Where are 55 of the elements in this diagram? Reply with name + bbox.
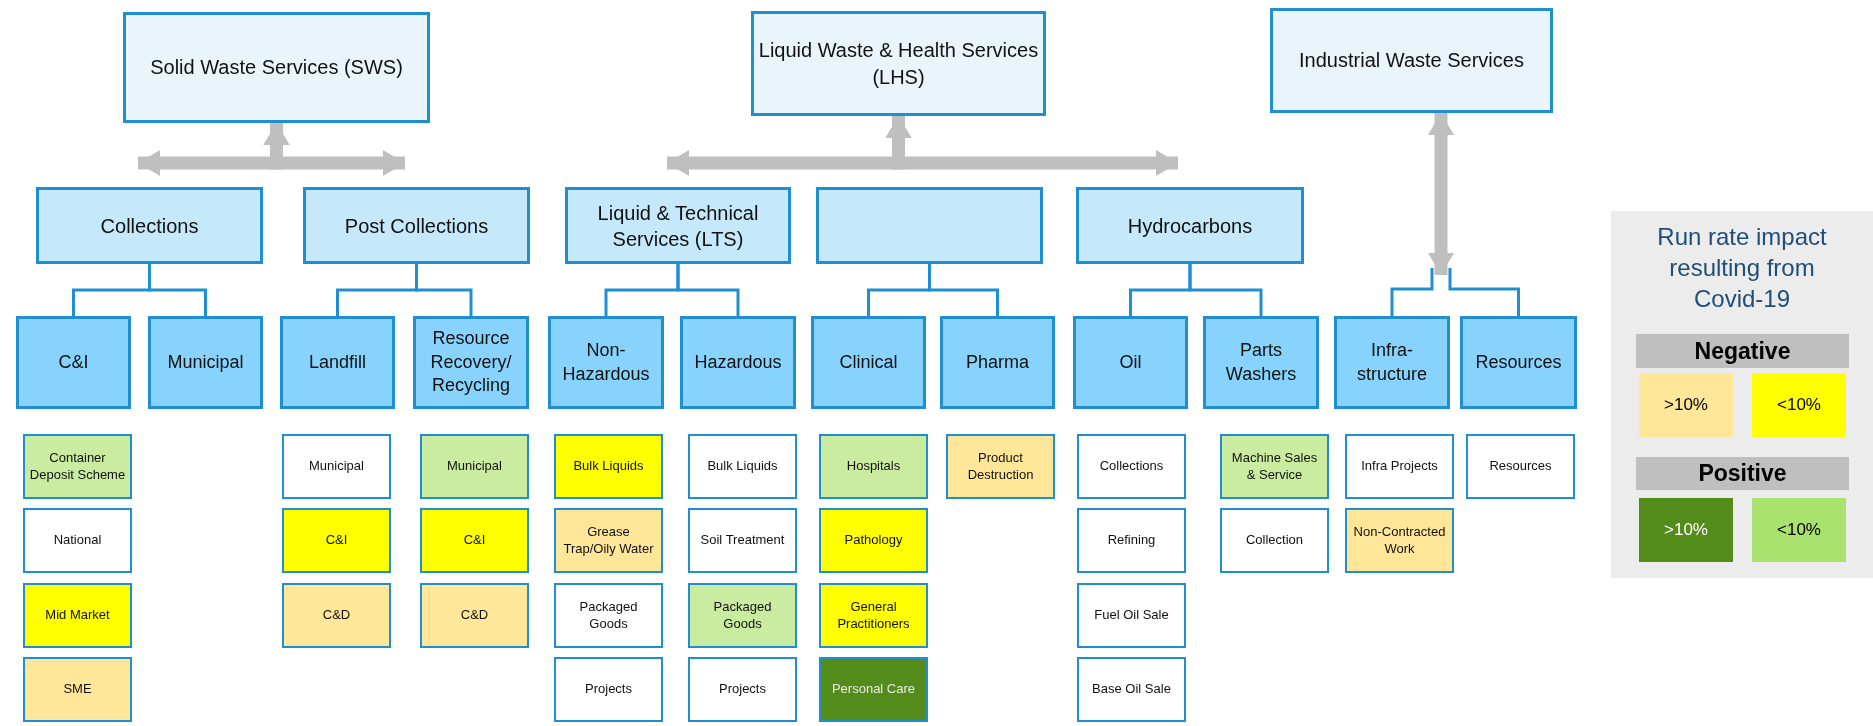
business-unit-box: Collections — [36, 187, 263, 264]
connector-line — [676, 264, 740, 316]
service-box: Infra Projects — [1345, 434, 1454, 499]
connector-line — [415, 264, 473, 316]
service-box: Pathology — [819, 508, 928, 573]
connector-line — [928, 264, 999, 316]
business-unit-box: Post Collections — [303, 187, 530, 264]
legend-heading: Negative — [1636, 334, 1849, 368]
service-box: Container Deposit Scheme — [23, 434, 132, 499]
service-box: Soil Treatment — [688, 508, 797, 573]
legend-title: Run rate impact resulting from Covid-19 — [1656, 222, 1828, 315]
service-box: C&D — [420, 583, 529, 648]
service-box: Product Destruction — [946, 434, 1055, 499]
connector-line — [1188, 264, 1263, 316]
service-box: Resources — [1466, 434, 1575, 499]
service-box: Base Oil Sale — [1077, 657, 1186, 722]
service-box: Hospitals — [819, 434, 928, 499]
connector-line — [1390, 268, 1434, 316]
service-box: Projects — [688, 657, 797, 722]
service-box: Bulk Liquids — [688, 434, 797, 499]
legend-swatch: <10% — [1752, 498, 1846, 562]
division-box: Liquid Waste & Health Services (LHS) — [751, 11, 1046, 116]
service-box: C&D — [282, 583, 391, 648]
division-box: Solid Waste Services (SWS) — [123, 12, 430, 123]
service-box: Grease Trap/Oily Water — [554, 508, 663, 573]
service-box: Municipal — [420, 434, 529, 499]
service-box: Machine Sales & Service — [1220, 434, 1329, 499]
service-box: Projects — [554, 657, 663, 722]
service-box: Personal Care — [819, 657, 928, 722]
service-box: C&I — [420, 508, 529, 573]
service-box: Collection — [1220, 508, 1329, 573]
business-unit-box: Liquid & Technical Services (LTS) — [565, 187, 791, 264]
connector-line — [148, 264, 207, 316]
service-box: Bulk Liquids — [554, 434, 663, 499]
service-box: Packaged Goods — [688, 583, 797, 648]
service-box: Collections — [1077, 434, 1186, 499]
division-box: Industrial Waste Services — [1270, 8, 1553, 113]
service-box: National — [23, 508, 132, 573]
service-box: Mid Market — [23, 583, 132, 648]
business-unit-box: Hydrocarbons — [1076, 187, 1304, 264]
legend-swatch: >10% — [1639, 498, 1733, 562]
service-box: Non-Contracted Work — [1345, 508, 1454, 573]
service-box: Packaged Goods — [554, 583, 663, 648]
blank-box — [816, 187, 1043, 264]
legend-swatch: <10% — [1752, 373, 1846, 437]
service-box: Fuel Oil Sale — [1077, 583, 1186, 648]
service-box: SME — [23, 657, 132, 722]
service-box: Municipal — [282, 434, 391, 499]
service-box: Refining — [1077, 508, 1186, 573]
legend-heading: Positive — [1636, 457, 1849, 490]
service-box: C&I — [282, 508, 391, 573]
double-headed-arrow — [1428, 113, 1454, 275]
connector-line — [1448, 268, 1520, 316]
legend-swatch: >10% — [1639, 373, 1733, 437]
service-box: General Practitioners — [819, 583, 928, 648]
